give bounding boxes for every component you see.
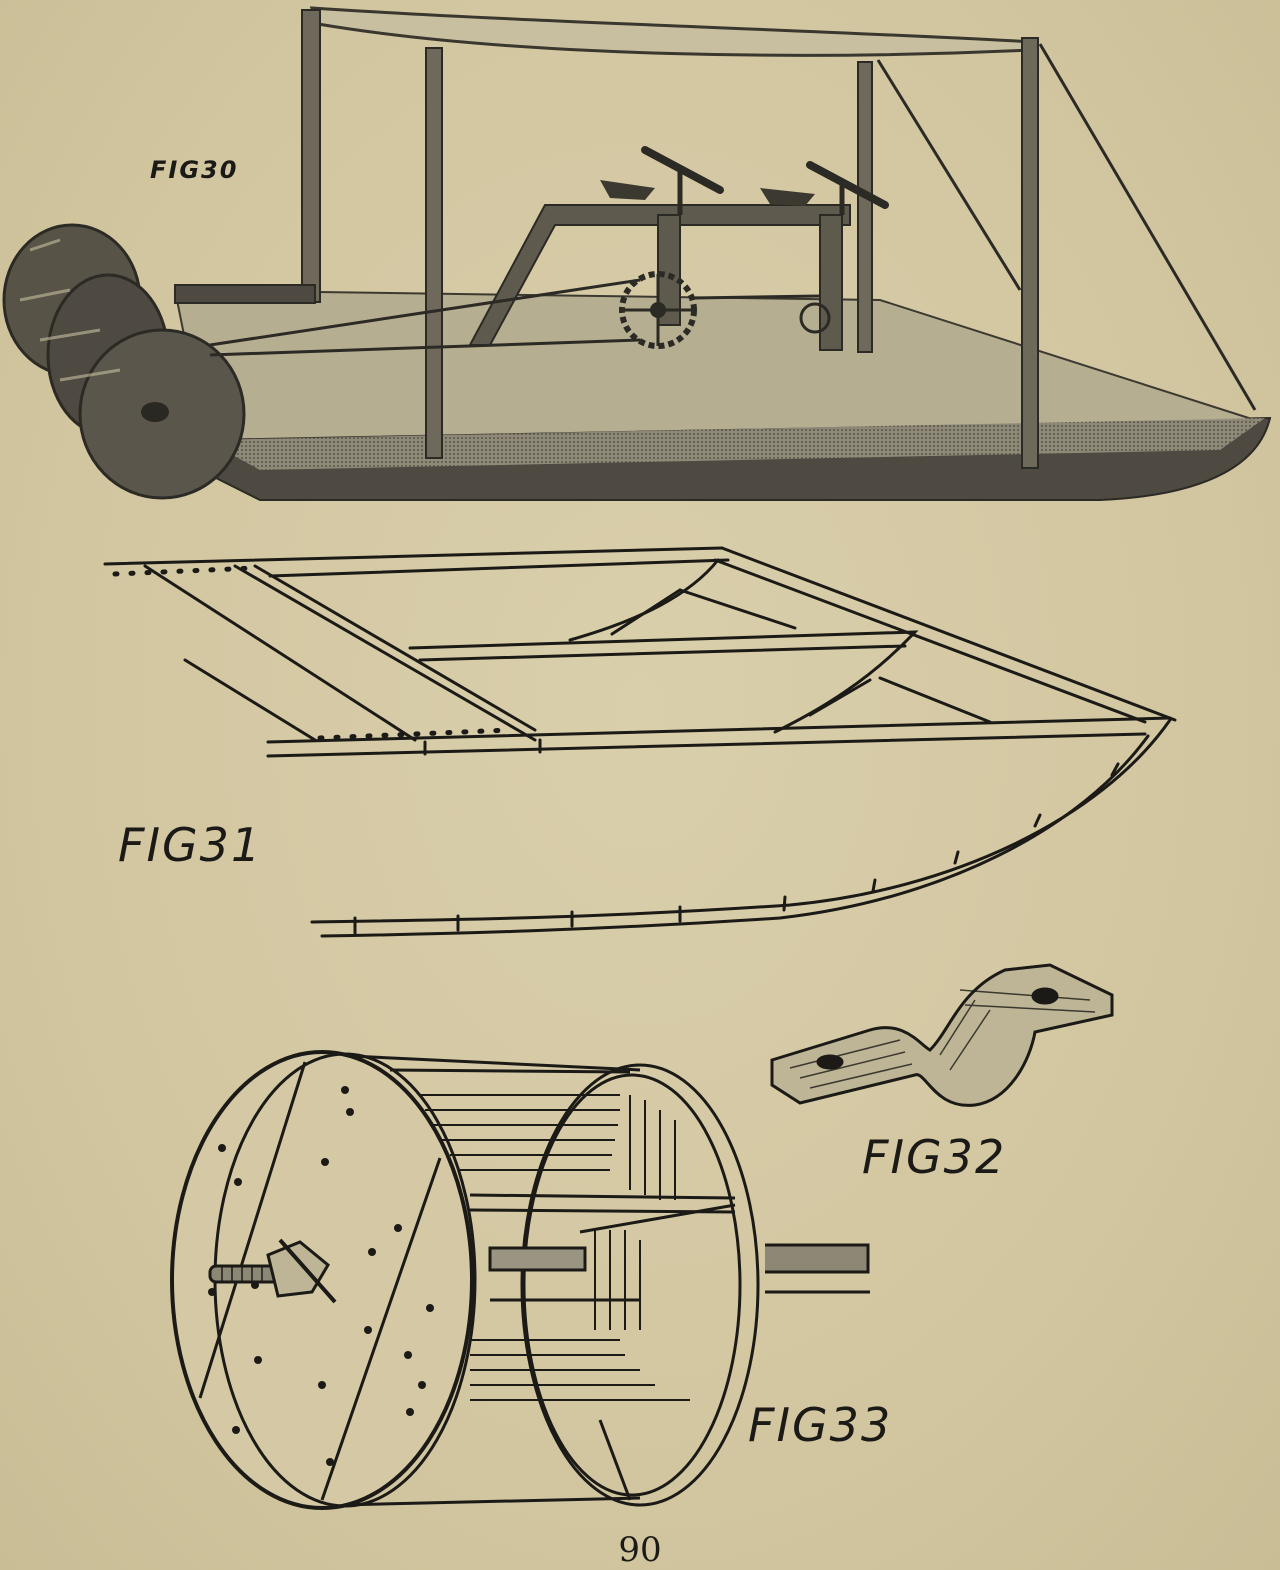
figure-32-bearing-block-drawing	[770, 963, 1114, 1107]
figure-31-label: FIG31	[118, 818, 263, 872]
figure-32-label: FIG32	[862, 1130, 1007, 1184]
page-number: 90	[618, 1530, 662, 1570]
figure-33-label: FIG33	[748, 1398, 893, 1452]
figure-31-hull-frame-drawing	[103, 546, 1177, 938]
figure-33-paddle-wheel-drawing	[170, 1050, 870, 1510]
figure-30-label: FIG30	[150, 156, 239, 184]
figure-30-pedal-boat-drawing	[2, 6, 1272, 501]
